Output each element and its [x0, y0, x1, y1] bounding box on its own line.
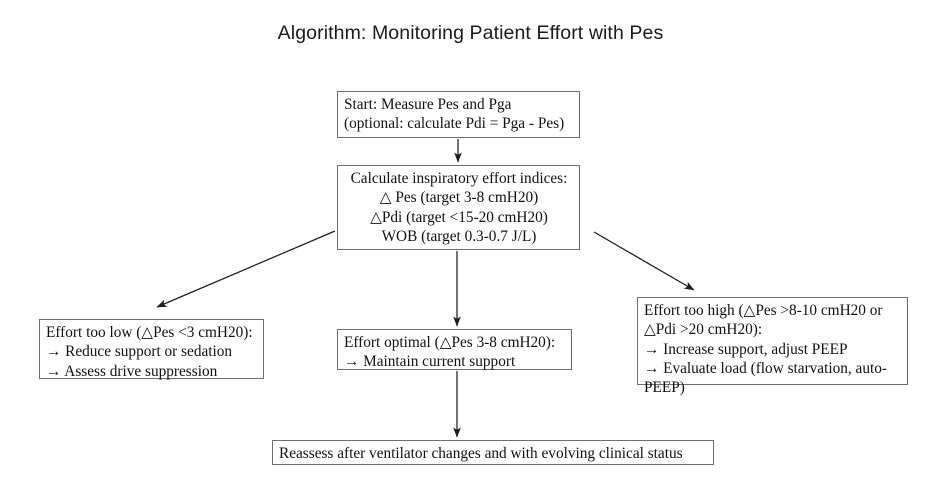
node-effort-too-low: Effort too low (△Pes <3 cmH20): → Reduce… — [39, 319, 264, 380]
node-start: Start: Measure Pes and Pga (optional: ca… — [337, 91, 580, 138]
connector-indices-to-effort-low — [156, 230, 336, 308]
page-title: Algorithm: Monitoring Patient Effort wit… — [277, 22, 664, 44]
connector-indices-to-effort-high — [593, 231, 695, 291]
node-calculate-indices: Calculate inspiratory effort indices: △ … — [337, 165, 580, 250]
node-reassess: Reassess after ventilator changes and wi… — [272, 440, 714, 465]
node-effort-too-high: Effort too high (△Pes >8-10 cmH20 or △Pd… — [637, 297, 908, 396]
node-effort-optimal: Effort optimal (△Pes 3-8 cmH20): → Maint… — [337, 329, 572, 370]
